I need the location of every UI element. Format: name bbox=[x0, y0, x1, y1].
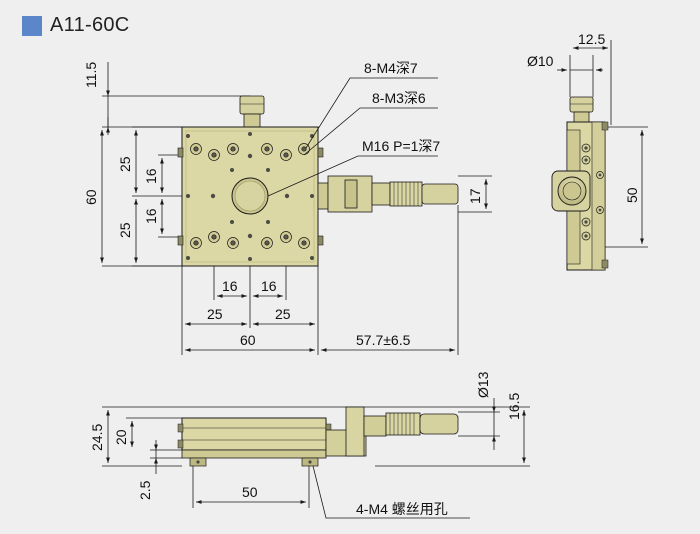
dim-phi10-label: Ø10 bbox=[527, 53, 554, 69]
dim-57-7-label: 57.7±6.5 bbox=[356, 332, 411, 348]
callout-holes-label: 4-M4 螺丝用孔 bbox=[356, 501, 448, 517]
dim-2-5-label: 2.5 bbox=[137, 480, 153, 500]
top-view-dimensions bbox=[100, 62, 488, 352]
dim-16-bottom-left-label: 16 bbox=[143, 208, 159, 224]
callout-m16-label: M16 P=1深7 bbox=[362, 138, 440, 154]
side-view bbox=[551, 40, 648, 271]
callout-m3-label: 8-M3深6 bbox=[372, 90, 426, 106]
dim-60-vertical-label: 60 bbox=[83, 189, 99, 205]
top-small-holes bbox=[186, 132, 314, 261]
dim-24-5-label: 24.5 bbox=[89, 424, 105, 451]
dim-11-5-label: 11.5 bbox=[83, 62, 99, 88]
dim-50-front-label: 50 bbox=[242, 484, 258, 500]
top-micrometer bbox=[317, 175, 459, 213]
top-knob bbox=[239, 95, 265, 128]
title-block: A11-60C bbox=[22, 14, 130, 37]
dim-25-left-label: 25 bbox=[207, 306, 223, 322]
top-hole-pattern bbox=[190, 143, 310, 249]
dim-25-bottom-left-label: 25 bbox=[117, 222, 133, 238]
callout-m4-label: 8-M4深7 bbox=[364, 60, 418, 76]
title-marker-square-icon bbox=[22, 15, 42, 36]
dim-16-left-label: 16 bbox=[222, 278, 238, 294]
front-view bbox=[102, 398, 530, 519]
callout-leaders bbox=[267, 77, 438, 197]
dim-16-top-left-label: 16 bbox=[143, 168, 159, 184]
dim-17-label: 17 bbox=[467, 188, 483, 204]
dim-25-top-left-label: 25 bbox=[117, 156, 133, 172]
dim-25-right-label: 25 bbox=[275, 306, 291, 322]
top-edge-screws bbox=[177, 147, 324, 246]
model-title: A11-60C bbox=[50, 14, 130, 36]
dim-60-horizontal-label: 60 bbox=[240, 332, 256, 348]
dim-12-5-label: 12.5 bbox=[578, 31, 605, 47]
dim-50-side-label: 50 bbox=[624, 187, 640, 203]
dim-phi13-label: Ø13 bbox=[475, 371, 491, 398]
dim-16-5-label: 16.5 bbox=[506, 393, 522, 420]
dim-20-label: 20 bbox=[113, 429, 129, 445]
dim-16-right-label: 16 bbox=[261, 278, 277, 294]
